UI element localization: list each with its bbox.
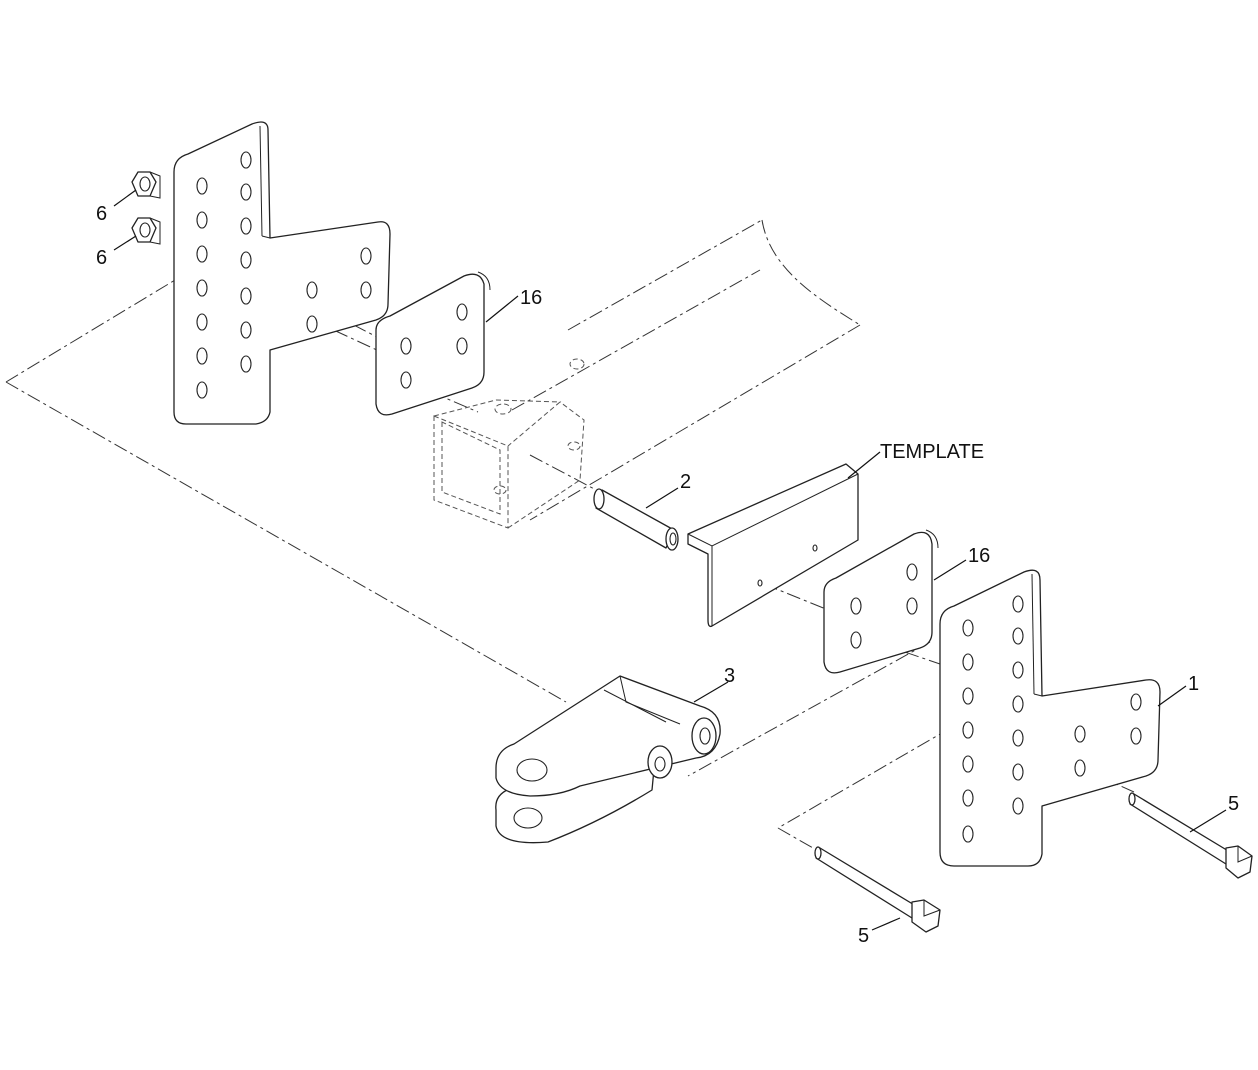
hex-bolt-lower <box>814 846 941 933</box>
clevis-shackle <box>495 675 721 844</box>
right-bracket-plate <box>939 569 1161 867</box>
callout-nut-lower: 6 <box>96 247 107 269</box>
callout-pin: 2 <box>680 471 691 493</box>
frame-rail-outline <box>511 219 861 521</box>
callout-clevis: 3 <box>724 665 735 687</box>
hex-bolt-right <box>1128 792 1253 879</box>
callout-bolt-right: 5 <box>1228 793 1239 815</box>
callout-spacer-upper: 16 <box>520 287 542 309</box>
lock-nut-lower <box>131 217 161 245</box>
left-bracket-plate <box>173 121 391 425</box>
callout-template: TEMPLATE <box>880 441 984 463</box>
callout-bolt-lower: 5 <box>858 925 869 947</box>
callout-bracket-right: 1 <box>1188 673 1199 695</box>
receiver-tube <box>433 358 585 529</box>
spacer-plate-upper <box>375 271 491 416</box>
callout-leaders <box>113 189 1227 931</box>
callout-labels: 6 6 16 TEMPLATE 2 16 3 1 5 5 <box>96 203 1239 947</box>
hitch-pin <box>593 488 679 551</box>
lock-nut-upper <box>131 171 161 199</box>
callout-nut-upper: 6 <box>96 203 107 225</box>
spacer-plate-lower <box>823 529 939 674</box>
drill-template <box>687 463 859 628</box>
callout-spacer-lower: 16 <box>968 545 990 567</box>
